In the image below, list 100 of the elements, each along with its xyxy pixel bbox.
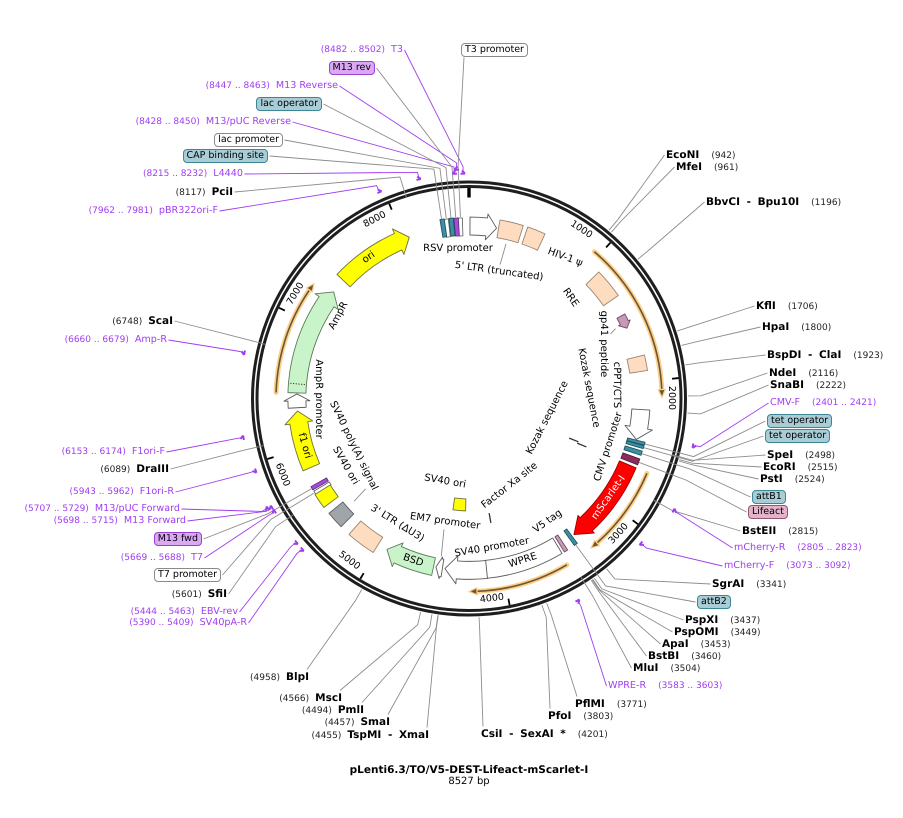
enzyme-name: TspMI - XmaI <box>347 728 429 742</box>
leader-line <box>166 437 242 452</box>
directional-feature <box>336 228 411 288</box>
feature-label: tet operator <box>765 429 830 443</box>
leader-line <box>687 384 769 414</box>
feature-box <box>496 219 524 244</box>
leader-line <box>168 340 243 353</box>
leader-line <box>340 612 422 691</box>
cut-site-position: (1196) <box>811 197 842 210</box>
primer-name: F1ori-R <box>140 485 174 499</box>
leader-line <box>388 614 438 715</box>
feature-name: cPPT/CTS <box>610 362 622 408</box>
cut-site-position: (2498) <box>805 450 836 463</box>
feature-segment-icon <box>622 445 643 457</box>
leader-line <box>440 528 444 557</box>
leader-line <box>187 508 271 522</box>
leader-line <box>678 459 762 468</box>
leader-line <box>175 470 254 492</box>
feature-label: attB2 <box>697 595 731 609</box>
leader-line <box>426 614 439 728</box>
cut-site-position: (3803) <box>583 711 614 724</box>
primer-marker-icon <box>292 539 299 546</box>
enzyme-name: DraIII <box>136 462 169 476</box>
leader-line <box>234 176 407 198</box>
cut-site-position: (8117) <box>176 187 206 200</box>
primer-name: T7 <box>191 551 203 565</box>
primer-name: M13/pUC Reverse <box>206 115 291 129</box>
feature-name: 5' LTR (truncated) <box>454 260 544 284</box>
leader-line <box>684 354 766 366</box>
leader-line <box>546 602 578 697</box>
feature-name: gp41 peptide <box>597 310 609 378</box>
leader-line <box>228 514 294 594</box>
leader-line <box>239 543 295 612</box>
cut-site-position: (2116) <box>808 368 838 381</box>
leader-line <box>362 614 432 703</box>
primer-name: pBR322ori-F <box>158 204 218 218</box>
primer-position: (8447 .. 8463) <box>206 80 270 93</box>
scale-label: 6000 <box>272 462 292 488</box>
leader-line <box>181 508 266 512</box>
cut-site-position: (2524) <box>794 474 825 487</box>
feature-label: M13 fwd <box>154 532 202 546</box>
scale-label: 4000 <box>480 592 505 606</box>
primer-name: EBV-rev <box>200 605 238 618</box>
enzyme-name: ApaI <box>662 638 689 651</box>
primer-position: (5698 .. 5715) <box>54 515 118 528</box>
leader-line <box>541 604 550 709</box>
primer-marker-icon <box>238 434 246 442</box>
cut-site-position: (4958) <box>250 672 280 685</box>
primer-position: (5444 .. 5463) <box>130 606 195 618</box>
leader-line <box>642 453 751 498</box>
leader-line <box>339 86 458 168</box>
cut-site-position: (3453) <box>700 639 731 652</box>
primer-name: WPRE-R <box>608 679 646 693</box>
primer-position: (2805 .. 2823) <box>797 542 862 555</box>
enzyme-name: NdeI <box>769 366 796 380</box>
leader-line <box>594 578 684 620</box>
cut-site-position: (1800) <box>801 322 832 335</box>
cut-site-position: (5601) <box>172 589 202 602</box>
leader-line <box>174 320 266 345</box>
cut-site-position: (6748) <box>112 316 142 329</box>
feature-box <box>328 501 356 528</box>
leader-line <box>638 202 705 260</box>
feature-segment-icon <box>448 217 456 238</box>
feature-label: lac operator <box>256 97 322 111</box>
leader-line <box>222 492 314 576</box>
feature-label: attB1 <box>752 490 786 504</box>
feature-name: SV40 ori <box>423 472 467 492</box>
plasmid-length: 8527 bp <box>448 776 490 788</box>
feature-segment-icon <box>562 528 578 547</box>
cut-site-position: (6089) <box>100 464 130 477</box>
primer-marker-icon <box>450 169 458 176</box>
feature-name: V5 tag <box>531 508 565 536</box>
primer-marker-icon <box>691 442 698 449</box>
leader-line <box>678 460 759 480</box>
leader-line <box>653 500 741 532</box>
scale-label: 8000 <box>362 210 388 230</box>
enzyme-name: SmaI <box>360 715 390 729</box>
directional-feature-icon <box>616 312 631 329</box>
enzyme-name: SgrAI <box>712 577 744 591</box>
cut-site-position: (4457) <box>324 717 354 730</box>
primer-name: L4440 <box>213 167 243 181</box>
leader-line <box>306 589 362 670</box>
enzyme-name: BlpI <box>286 670 309 684</box>
primer-position: (5390 .. 5409) <box>129 617 194 630</box>
leader-line <box>610 166 675 233</box>
leader-line <box>580 576 632 668</box>
enzyme-name: PciI <box>212 185 233 199</box>
primer-name: M13/pUC Forward <box>94 502 180 516</box>
primer-position: (2401 .. 2421) <box>812 397 876 410</box>
enzyme-name: BstBI <box>648 650 680 663</box>
feature-label: Lifeact <box>748 505 788 519</box>
primer-marker-icon <box>670 507 678 514</box>
leader-line <box>592 579 661 644</box>
enzyme-name: PstI <box>760 472 783 486</box>
feature-name: AmpR promoter <box>312 359 324 439</box>
leader-line <box>676 306 755 332</box>
enzyme-name: SnaBI <box>770 378 804 392</box>
leader-line <box>610 328 616 334</box>
primer-name: Amp-R <box>134 333 167 347</box>
feature-segment-icon <box>438 218 448 239</box>
